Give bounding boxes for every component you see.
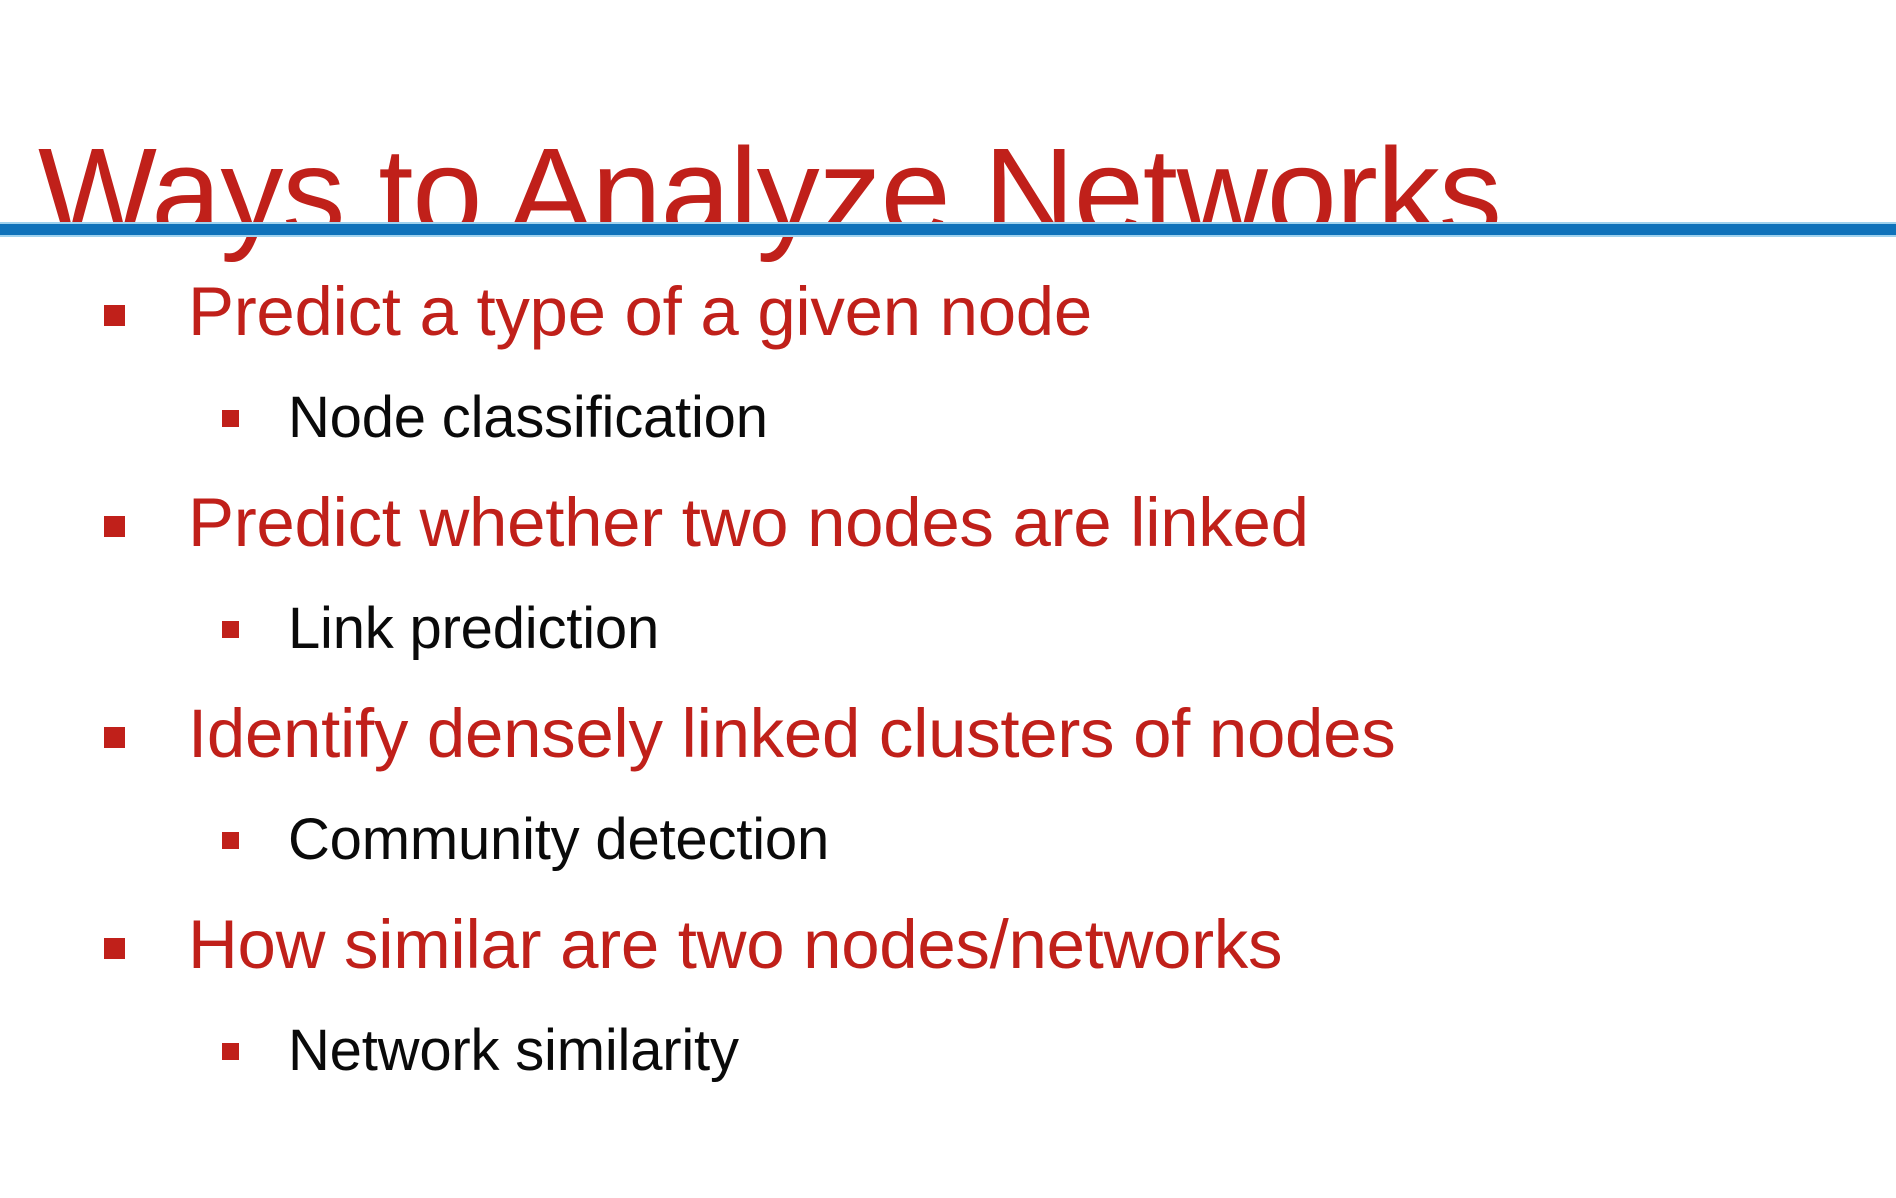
- square-bullet-icon: [104, 305, 125, 326]
- list-item: Predict whether two nodes are linked: [0, 466, 1896, 580]
- list-item: Link prediction: [0, 580, 1896, 677]
- list-item: Node classification: [0, 369, 1896, 466]
- list-item: Identify densely linked clusters of node…: [0, 677, 1896, 791]
- square-bullet-icon: [222, 832, 239, 849]
- square-bullet-icon: [104, 516, 125, 537]
- square-bullet-icon: [222, 410, 239, 427]
- list-item-label: How similar are two nodes/networks: [188, 906, 1283, 983]
- list-item-label: Node classification: [288, 385, 768, 450]
- list-item-label: Predict a type of a given node: [188, 273, 1092, 350]
- square-bullet-icon: [222, 621, 239, 638]
- list-item-label: Link prediction: [288, 596, 659, 661]
- list-item-label: Network similarity: [288, 1018, 739, 1083]
- divider-glow-top: [0, 222, 1896, 224]
- list-item-label: Identify densely linked clusters of node…: [188, 695, 1396, 772]
- list-item: Network similarity: [0, 1002, 1896, 1099]
- list-item-label: Predict whether two nodes are linked: [188, 484, 1309, 561]
- title-divider: [0, 222, 1896, 237]
- bullet-list: Predict a type of a given node Node clas…: [0, 255, 1896, 1099]
- square-bullet-icon: [222, 1043, 239, 1060]
- divider-core: [0, 224, 1896, 235]
- list-item-label: Community detection: [288, 807, 829, 872]
- square-bullet-icon: [104, 938, 125, 959]
- divider-glow-bottom: [0, 235, 1896, 237]
- list-item: How similar are two nodes/networks: [0, 888, 1896, 1002]
- page-title: Ways to Analyze Networks: [38, 122, 1502, 264]
- list-item: Community detection: [0, 791, 1896, 888]
- square-bullet-icon: [104, 727, 125, 748]
- list-item: Predict a type of a given node: [0, 255, 1896, 369]
